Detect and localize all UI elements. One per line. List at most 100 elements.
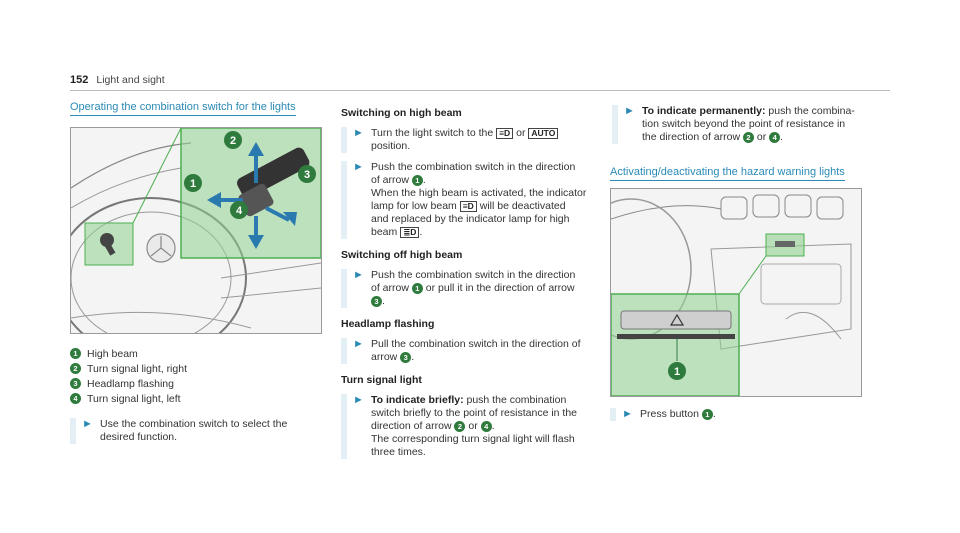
step-bar [341,161,347,239]
heading-high-beam-off: Switching off high beam [341,249,463,261]
step: ► Turn the light switch to the ≡D or AUT… [341,127,601,153]
step-text: . [491,420,495,432]
combination-switch-figure: 2 1 3 4 [70,127,322,334]
legend-list: 1 High beam 2 Turn signal light, right 3… [70,346,320,406]
page-header: 152 Light and sight [70,74,165,88]
step: ► Use the combination switch to select t… [70,418,322,444]
step-text: beam [371,226,398,238]
auto-symbol-icon: AUTO [528,128,559,139]
column-1: Operating the combination switch for the… [70,101,340,116]
press-button-step: ► Press button 1. [610,408,862,429]
svg-text:1: 1 [674,366,680,378]
bullet-arrow-icon: ► [622,408,633,420]
bullet-arrow-icon: ► [624,105,635,117]
step-bar [341,394,347,459]
step-text: Press button [640,408,699,420]
marker-3: 3 [371,296,382,307]
heading-high-beam-on: Switching on high beam [341,107,462,119]
step-text: push the combination [466,394,567,406]
step-text: three times. [371,446,426,458]
marker-1: 1 [70,348,81,359]
step-text: When the high beam is activated, the ind… [371,187,587,199]
bullet-arrow-icon: ► [353,161,364,173]
legend-item: 1 High beam [70,346,320,361]
bullet-arrow-icon: ► [82,418,93,430]
step-text: . [422,174,426,186]
step-text: . [382,295,385,307]
step-text: The corresponding turn signal light will… [371,433,575,445]
low-beam-symbol-icon: ≡D [459,201,477,212]
step: ► Press button 1. [610,408,862,421]
marker-1: 1 [701,409,713,420]
step-text: of arrow [371,174,409,186]
legend-label: High beam [87,347,138,360]
column-2: Switching on high beam ► Turn the light … [341,97,601,467]
combination-switch-illustration: 2 1 3 4 [71,128,321,333]
legend-label: Turn signal light, right [87,362,187,375]
step-text: . [419,226,423,238]
marker-3: 3 [70,378,81,389]
step-bar [610,408,616,421]
svg-text:2: 2 [230,135,236,147]
legend-item: 2 Turn signal light, right [70,361,320,376]
marker-2: 2 [70,363,81,374]
section-title-combination-switch: Operating the combination switch for the… [70,101,296,116]
marker-2: 2 [742,132,754,143]
step-text: desired function. [100,431,178,443]
step-text: tion switch beyond the point of resistan… [642,118,846,130]
step-bar [341,269,347,308]
marker-4: 4 [480,421,492,432]
step-text: or [516,127,526,139]
step: ► Push the combination switch in the dir… [341,269,601,308]
step-text: push the combina- [768,105,855,117]
marker-1: 1 [411,283,423,294]
section-name: Light and sight [96,74,165,86]
marker-3: 3 [400,352,412,363]
marker-4: 4 [769,132,781,143]
step-text: or [756,131,767,143]
legend-item: 4 Turn signal light, left [70,391,320,406]
step: ► Pull the combination switch in the dir… [341,338,601,364]
bullet-arrow-icon: ► [353,127,364,139]
step-text: switch briefly to the point of resistanc… [371,407,578,419]
svg-text:3: 3 [304,169,310,181]
marker-2: 2 [454,421,466,432]
select-function-step: ► Use the combination switch to select t… [70,418,322,452]
step-bar [612,105,618,144]
svg-text:1: 1 [190,178,196,190]
step-text: . [780,131,784,143]
step-text: Use the combination switch to select the [100,418,288,430]
step-text: Push the combination switch in the direc… [371,269,576,281]
step-bar [341,127,347,153]
step-text: or [468,420,478,432]
step-text: the direction of arrow [642,131,741,143]
step-text: or pull it in the direction of arrow [425,282,575,294]
step: ► Push the combination switch in the dir… [341,161,601,239]
step-bold-text: To indicate briefly: [371,394,464,406]
marker-4: 4 [70,393,81,404]
header-divider [70,90,890,91]
low-beam-symbol-icon: ≡D [496,128,514,139]
heading-turn-signal: Turn signal light [341,374,422,386]
section-title-hazard-lights: Activating/deactivating the hazard warni… [610,166,845,181]
page-number: 152 [70,74,89,86]
step: ► To indicate briefly: push the combinat… [341,394,601,459]
bullet-arrow-icon: ► [353,269,364,281]
svg-text:4: 4 [236,205,243,217]
step-text: direction of arrow [371,420,452,432]
step-text: will be deactivated [479,200,566,212]
step-text: of arrow [371,282,409,294]
step-text: lamp for low beam [371,200,457,212]
legend-label: Turn signal light, left [87,392,181,405]
step-text: . [712,408,716,420]
high-beam-symbol-icon: ≣D [400,227,420,238]
step-bold-text: To indicate permanently: [642,105,766,117]
step: ► To indicate permanently: push the comb… [612,105,890,144]
step-text: . [411,351,415,363]
column-3: ► To indicate permanently: push the comb… [612,105,890,152]
step-text: Turn the light switch to the [371,127,494,139]
legend-label: Headlamp flashing [87,377,174,390]
step-text: arrow [371,351,398,363]
step-text: Pull the combination switch in the direc… [371,338,581,350]
heading-headlamp-flashing: Headlamp flashing [341,318,435,330]
